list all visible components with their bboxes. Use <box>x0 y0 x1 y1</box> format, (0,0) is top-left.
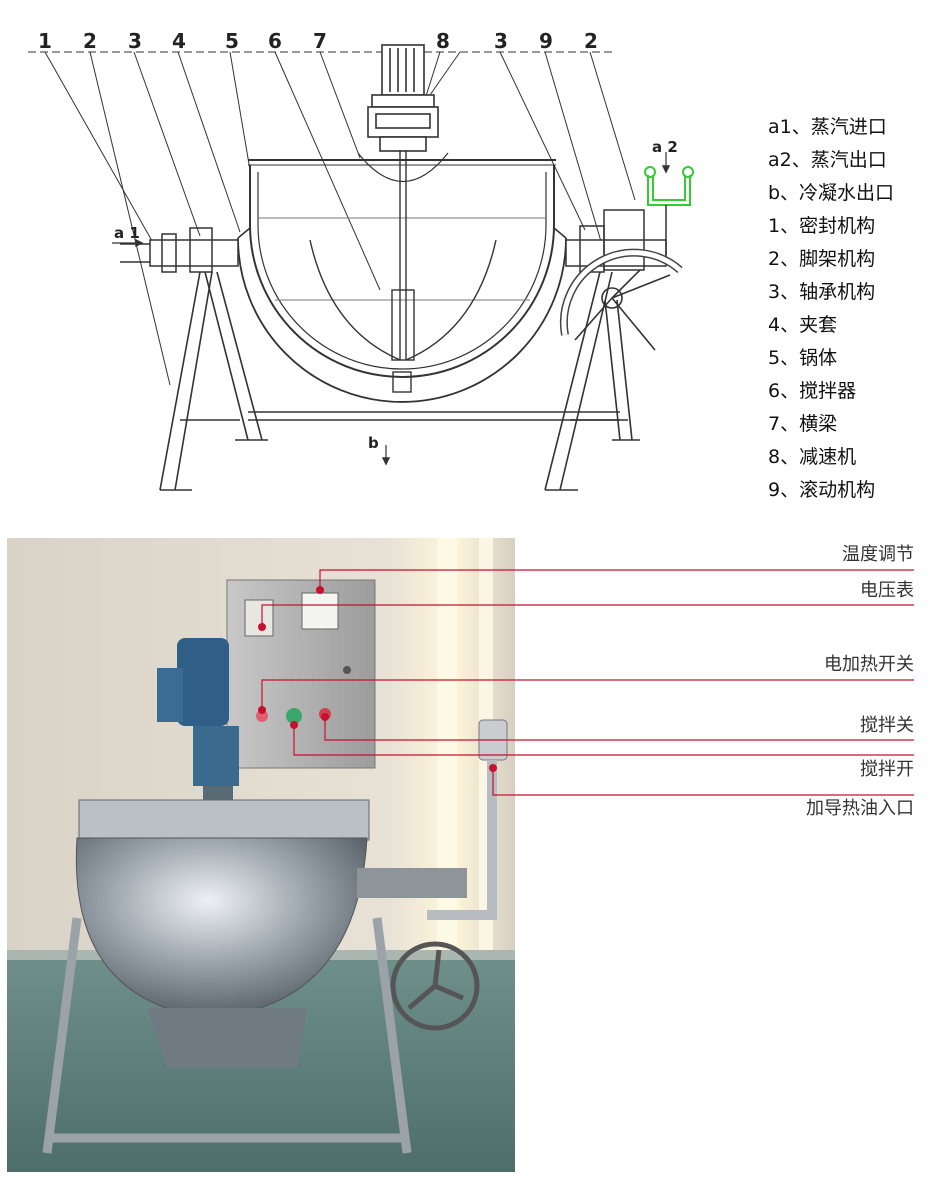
part-number-2: 2 <box>83 29 97 53</box>
jacket <box>237 237 567 403</box>
condensate-outlet <box>392 371 412 393</box>
part-number-6: 6 <box>268 29 282 53</box>
photo-handwheel <box>390 941 480 1031</box>
callout-voltmeter: 电压表 <box>860 580 914 601</box>
part-number-9: 9 <box>539 29 553 53</box>
part-number-7: 7 <box>313 29 327 53</box>
callout-stir-on: 搅拌开 <box>860 759 914 780</box>
legend-item: 3、轴承机构 <box>768 281 876 303</box>
photo-stand <box>42 917 412 1154</box>
port-label-a1: a 1 <box>114 224 140 242</box>
port-label-a2: a 2 <box>652 138 678 156</box>
reducer-motor <box>367 44 439 152</box>
legend-item: 8、减速机 <box>768 446 857 468</box>
part-number-3: 3 <box>128 29 142 53</box>
legend-item: 4、夹套 <box>768 314 838 336</box>
left-trunnion <box>120 227 239 273</box>
kettle <box>75 799 467 1068</box>
kettle-photo <box>7 538 515 1172</box>
legend-item: 2、脚架机构 <box>768 248 876 270</box>
kettle-inner-wall <box>257 172 547 370</box>
callout-electric-heating-switch: 电加热开关 <box>824 654 914 675</box>
part-number-2-right: 2 <box>584 29 598 53</box>
control-box <box>226 579 376 769</box>
agitator <box>309 150 497 361</box>
legend-item: 9、滚动机构 <box>768 479 876 501</box>
kettle-technical-drawing: 1 2 3 4 5 6 7 8 3 9 2 a 1 a 2 b <box>28 29 694 491</box>
legend-item: 7、横梁 <box>768 413 838 435</box>
callout-temperature-control: 温度调节 <box>842 544 914 565</box>
port-label-b: b <box>368 434 379 452</box>
part-number-5: 5 <box>225 29 239 53</box>
leader-lines <box>44 51 636 386</box>
part-number-3-right: 3 <box>494 29 508 53</box>
legend-item: a2、蒸汽出口 <box>768 149 887 171</box>
kettle-body <box>249 165 555 378</box>
motor <box>157 638 239 808</box>
part-number-1: 1 <box>38 29 52 53</box>
legend-item: 1、密封机构 <box>768 215 876 237</box>
steam-pipe <box>644 166 694 206</box>
legend-item: 6、搅拌器 <box>768 380 857 402</box>
legend-item: b、冷凝水出口 <box>768 182 895 204</box>
callout-oil-inlet: 加导热油入口 <box>806 798 914 819</box>
part-number-8: 8 <box>436 29 450 53</box>
part-number-4: 4 <box>172 29 186 53</box>
right-stand <box>544 271 640 491</box>
legend-item: a1、蒸汽进口 <box>768 116 887 138</box>
callout-stir-off: 搅拌关 <box>860 715 914 736</box>
legend-item: 5、锅体 <box>768 347 838 369</box>
